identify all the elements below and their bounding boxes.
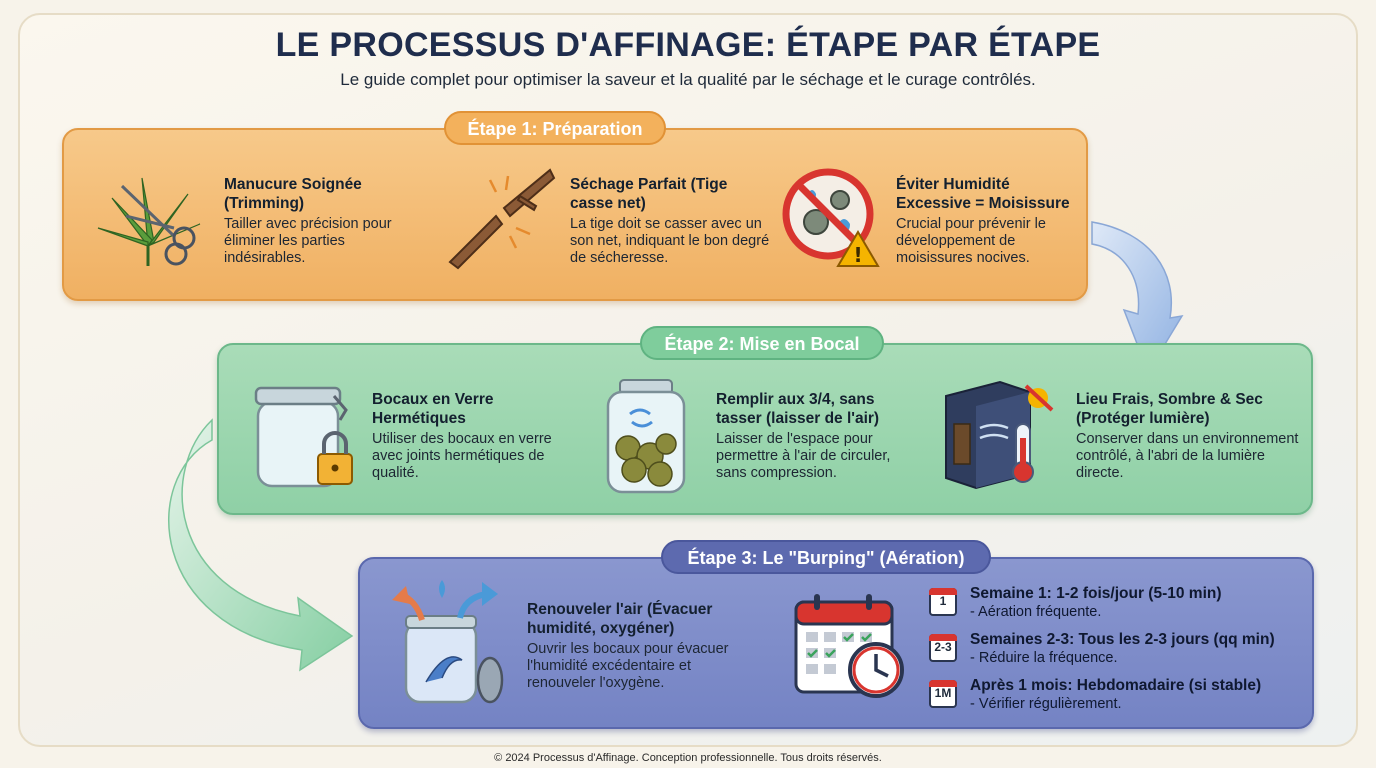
badge-text: 1M <box>934 686 952 700</box>
calendar-clock-icon <box>794 594 904 698</box>
schedule-row-week1: Semaine 1: 1-2 fois/jour (5-10 min) - Aé… <box>970 584 1300 621</box>
stage2-item-fill: Remplir aux 3/4, sans tasser (laisser de… <box>716 390 916 482</box>
weeks23-calendar-icon: 2-3 <box>929 634 957 662</box>
stage1-item-humidity: Éviter Humidité Excessive = Moisissure C… <box>896 175 1082 267</box>
schedule-row-weeks23: Semaines 2-3: Tous les 2-3 jours (qq min… <box>970 630 1304 667</box>
item-desc: Crucial pour prévenir le développement d… <box>896 216 1046 266</box>
stage2-label: Étape 2: Mise en Bocal <box>640 326 884 360</box>
item-desc: Tailler avec précision pour éliminer les… <box>224 216 392 266</box>
item-desc: Conserver dans un environnement contrôlé… <box>1076 431 1299 481</box>
broken-stem-icon <box>448 168 556 270</box>
leaf-scissors-icon <box>97 177 201 266</box>
item-title: Remplir aux 3/4, sans tasser (laisser de… <box>716 391 880 427</box>
item-title: Manucure Soignée (Trimming) <box>224 176 362 212</box>
schedule-title: Après 1 mois: Hebdomadaire (si stable) <box>970 677 1262 694</box>
schedule-title: Semaine 1: 1-2 fois/jour (5-10 min) <box>970 585 1222 602</box>
schedule-desc: - Aération fréquente. <box>970 604 1102 620</box>
stage3-label: Étape 3: Le "Burping" (Aération) <box>661 540 991 574</box>
cool-dark-place-icon <box>945 380 1054 490</box>
item-desc: Laisser de l'espace pour permettre à l'a… <box>716 431 891 481</box>
page-subtitle: Le guide complet pour optimiser la saveu… <box>340 70 1036 89</box>
page-title: LE PROCESSUS D'AFFINAGE: ÉTAPE PAR ÉTAPE <box>275 26 1101 64</box>
filled-jar-icon <box>606 379 686 494</box>
stage2-item-jars: Bocaux en Verre Hermétiques Utiliser des… <box>372 390 582 482</box>
badge-text: 1 <box>939 594 947 608</box>
badge-text: 2-3 <box>934 640 952 654</box>
item-desc: Ouvrir les bocaux pour évacuer l'humidit… <box>527 641 729 691</box>
stage2-item-storage: Lieu Frais, Sombre & Sec (Protéger lumiè… <box>1076 390 1304 482</box>
stage3-item-air: Renouveler l'air (Évacuer humidité, oxyg… <box>527 600 763 692</box>
open-jar-air-icon <box>392 580 504 704</box>
stage1-item-trimming: Manucure Soignée (Trimming) Tailler avec… <box>224 175 424 267</box>
month1-calendar-icon: 1M <box>929 680 957 708</box>
item-title: Éviter Humidité Excessive = Moisissure <box>896 176 1070 212</box>
item-title: Renouveler l'air (Évacuer humidité, oxyg… <box>527 601 713 637</box>
schedule-row-month1: Après 1 mois: Hebdomadaire (si stable) -… <box>970 676 1300 713</box>
stage1-item-drying: Séchage Parfait (Tige casse net) La tige… <box>570 175 774 267</box>
no-mold-icon: ! <box>782 168 880 267</box>
stage1-panel <box>62 128 1088 301</box>
item-title: Séchage Parfait (Tige casse net) <box>570 176 728 212</box>
footer-copyright: © 2024 Processus d'Affinage. Conception … <box>494 752 882 764</box>
schedule-desc: - Vérifier régulièrement. <box>970 696 1122 712</box>
item-desc: Utiliser des bocaux en verre avec joints… <box>372 431 552 481</box>
svg-text:!: ! <box>853 243 862 267</box>
schedule-desc: - Réduire la fréquence. <box>970 650 1118 666</box>
schedule-title: Semaines 2-3: Tous les 2-3 jours (qq min… <box>970 631 1275 648</box>
item-title: Lieu Frais, Sombre & Sec (Protéger lumiè… <box>1076 391 1263 427</box>
item-desc: La tige doit se casser avec un son net, … <box>570 216 770 266</box>
stage2-panel <box>217 343 1313 515</box>
item-title: Bocaux en Verre Hermétiques <box>372 391 494 427</box>
week1-calendar-icon: 1 <box>929 588 957 616</box>
glass-jar-lock-icon <box>254 386 353 488</box>
stage1-label: Étape 1: Préparation <box>444 111 666 145</box>
